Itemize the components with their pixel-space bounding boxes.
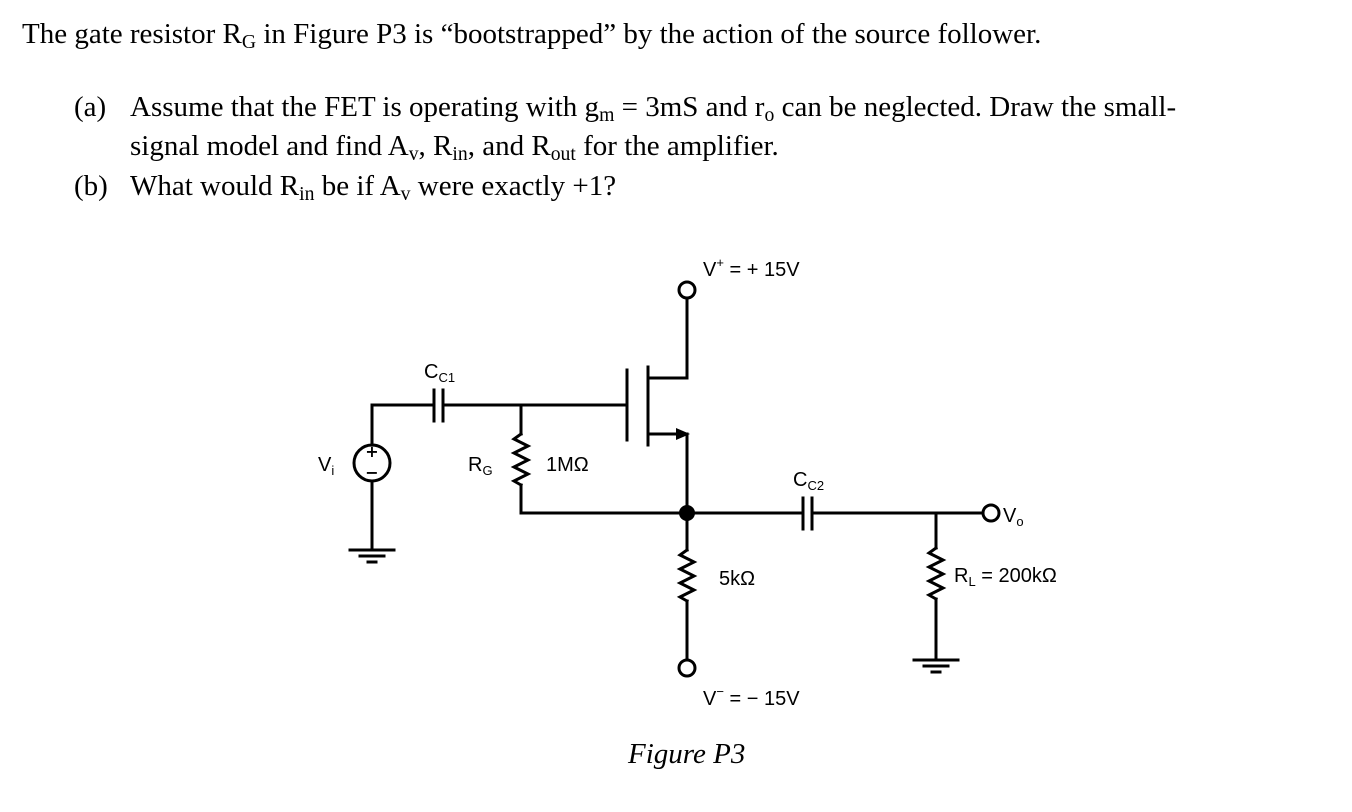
part-a-text-4: signal model and find A xyxy=(130,130,409,162)
rg-label: RG xyxy=(468,454,493,478)
part-a-text-7: for the amplifier. xyxy=(575,130,779,162)
part-b-text-1: What would R xyxy=(130,170,300,202)
part-a-text-5: , R xyxy=(418,130,453,162)
part-a-line-2: signal model and find Av, Rin, and Rout … xyxy=(130,128,779,165)
vplus-terminal xyxy=(677,280,697,300)
cc1-label: CC1 xyxy=(424,361,455,385)
rl-label: RL = 200kΩ xyxy=(954,565,1057,589)
cc2-label: CC2 xyxy=(793,469,824,493)
vi-plus-sign: + xyxy=(365,442,378,461)
part-a-sub-out: out xyxy=(550,142,576,165)
part-b-sub-in: in xyxy=(299,182,315,205)
vo-label: Vo xyxy=(1003,505,1024,529)
part-a-text-6: , and R xyxy=(467,130,551,162)
rg-value-label: 1MΩ xyxy=(546,454,589,476)
part-b-tag: (b) xyxy=(74,170,108,202)
rs-resistor-zigzag xyxy=(676,547,698,604)
vi-label: Vi xyxy=(318,454,334,478)
part-b-text-2: be if A xyxy=(314,170,401,202)
problem-intro: The gate resistor RG in Figure P3 is “bo… xyxy=(22,14,1041,54)
part-a-sub-o: o xyxy=(764,103,775,126)
ground-symbol-left xyxy=(348,548,396,564)
part-a-tag: (a) xyxy=(74,91,107,123)
vminus-label: V− = − 15V xyxy=(703,684,800,710)
part-b-text-3: were exactly +1? xyxy=(410,170,617,202)
part-a-text-2: = 3mS and r xyxy=(614,91,765,123)
mosfet-arrow xyxy=(676,428,690,440)
figure-caption: Figure P3 xyxy=(627,738,745,770)
vminus-terminal xyxy=(677,658,697,678)
part-b-line: (b) What would Rin be if Av were exactly … xyxy=(74,168,616,205)
vplus-label: V+ = + 15V xyxy=(703,255,800,281)
rg-resistor-zigzag xyxy=(510,431,532,488)
rl-resistor-zigzag xyxy=(925,545,947,602)
intro-text-1: The gate resistor R xyxy=(22,18,242,50)
part-a-sub-v: v xyxy=(408,142,419,165)
rs-value-label: 5kΩ xyxy=(719,568,755,590)
part-b-sub-v: v xyxy=(400,182,411,205)
part-a-line-1: (a) Assume that the FET is operating with… xyxy=(74,89,1176,126)
part-a-text-3: can be neglected. Draw the small- xyxy=(774,91,1177,123)
part-a-sub-in: in xyxy=(452,142,468,165)
source-node-dot xyxy=(679,505,695,521)
intro-sub-g: G xyxy=(241,30,257,53)
ground-symbol-right xyxy=(912,658,960,674)
part-a-sub-m: m xyxy=(599,103,615,126)
vi-minus-sign: − xyxy=(365,463,378,482)
intro-text-2: in Figure P3 is “bootstrapped” by the ac… xyxy=(256,18,1042,50)
part-a-text-1: Assume that the FET is operating with g xyxy=(130,91,600,123)
vo-terminal xyxy=(981,503,1001,523)
